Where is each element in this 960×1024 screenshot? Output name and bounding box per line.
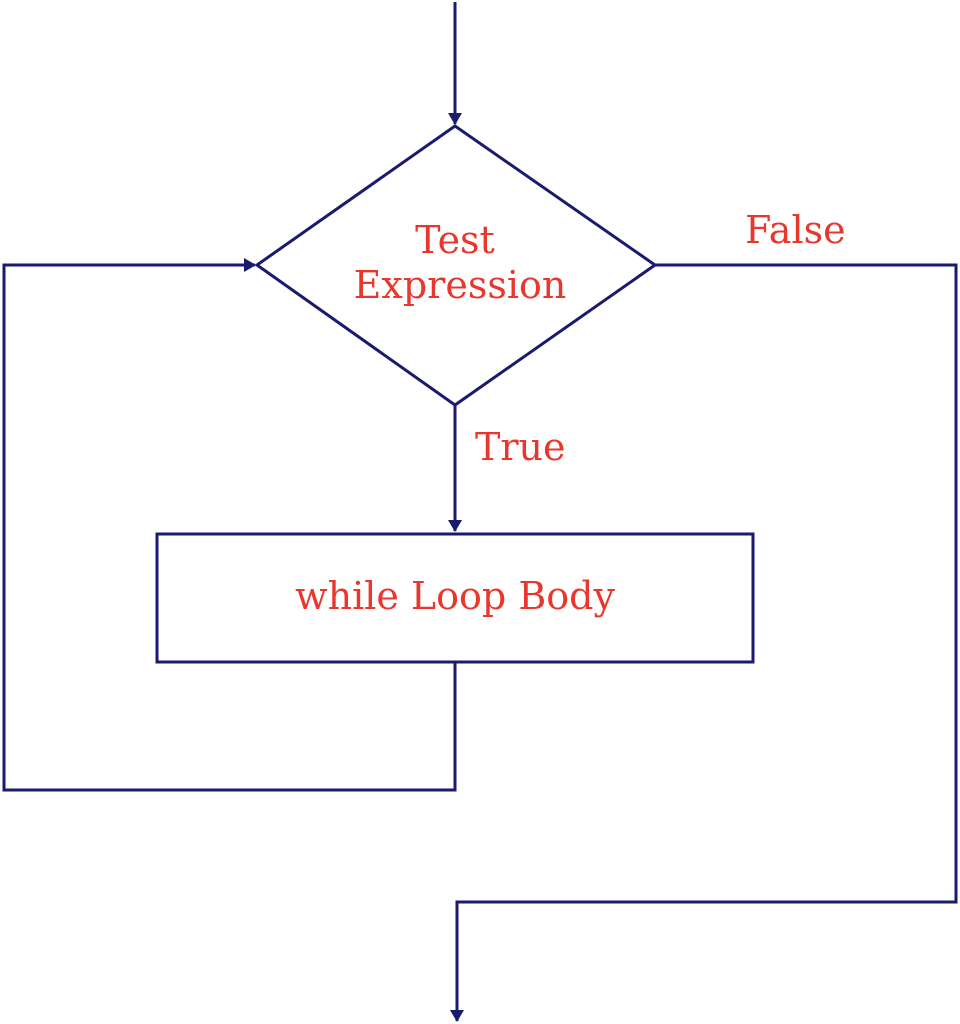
loop-body-box bbox=[155, 532, 755, 664]
decision-label-line1: Test bbox=[415, 218, 495, 262]
true-label: True bbox=[475, 425, 565, 469]
loop-back-arrow bbox=[2, 258, 457, 792]
false-label: False bbox=[745, 208, 846, 252]
false-branch-arrow bbox=[450, 263, 958, 1022]
loop-body-label: while Loop Body bbox=[295, 574, 615, 618]
decision-label-line2: Expression bbox=[354, 263, 567, 307]
